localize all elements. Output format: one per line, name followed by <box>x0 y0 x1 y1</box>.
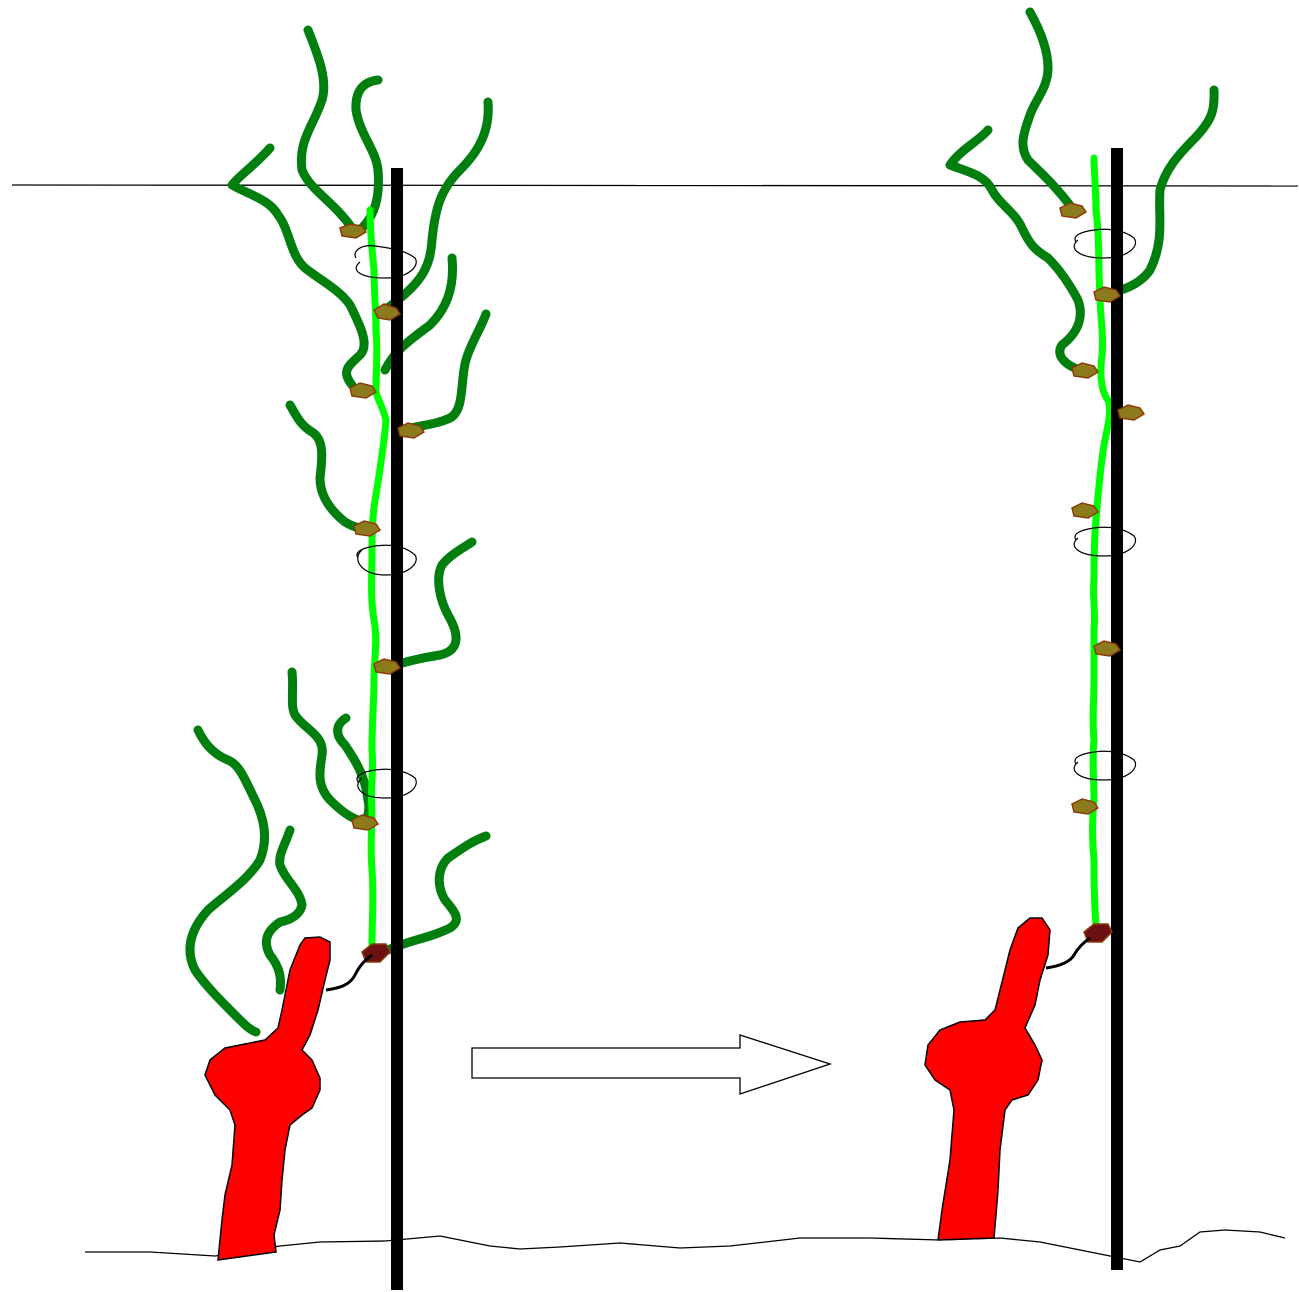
right-arrow-icon <box>472 1035 830 1094</box>
shoot <box>232 148 364 385</box>
spur-after <box>1046 938 1090 968</box>
tie <box>357 545 416 575</box>
panel-before <box>190 30 488 1290</box>
tie <box>1074 527 1135 556</box>
spur-before <box>326 955 372 990</box>
shoot <box>356 80 379 230</box>
bud <box>340 224 366 238</box>
bud <box>350 383 376 398</box>
tie <box>1074 229 1135 258</box>
shoot <box>950 130 1080 370</box>
cane-before <box>370 210 386 945</box>
panel-after <box>925 12 1214 1270</box>
shoots-before <box>190 30 488 1032</box>
shoot <box>290 405 365 528</box>
shoot <box>338 718 369 820</box>
shoots-after <box>950 12 1214 370</box>
bud <box>1118 405 1144 420</box>
tie <box>1074 751 1135 780</box>
trunk-after <box>925 918 1050 1240</box>
shoot <box>190 730 265 1032</box>
shoot <box>292 672 365 822</box>
tie <box>355 246 416 278</box>
trunk-before <box>205 937 330 1260</box>
shoot <box>301 30 352 228</box>
trellis-wire <box>12 185 1298 186</box>
bud <box>1060 203 1086 218</box>
bud <box>1072 363 1098 378</box>
shoot <box>1023 12 1072 208</box>
